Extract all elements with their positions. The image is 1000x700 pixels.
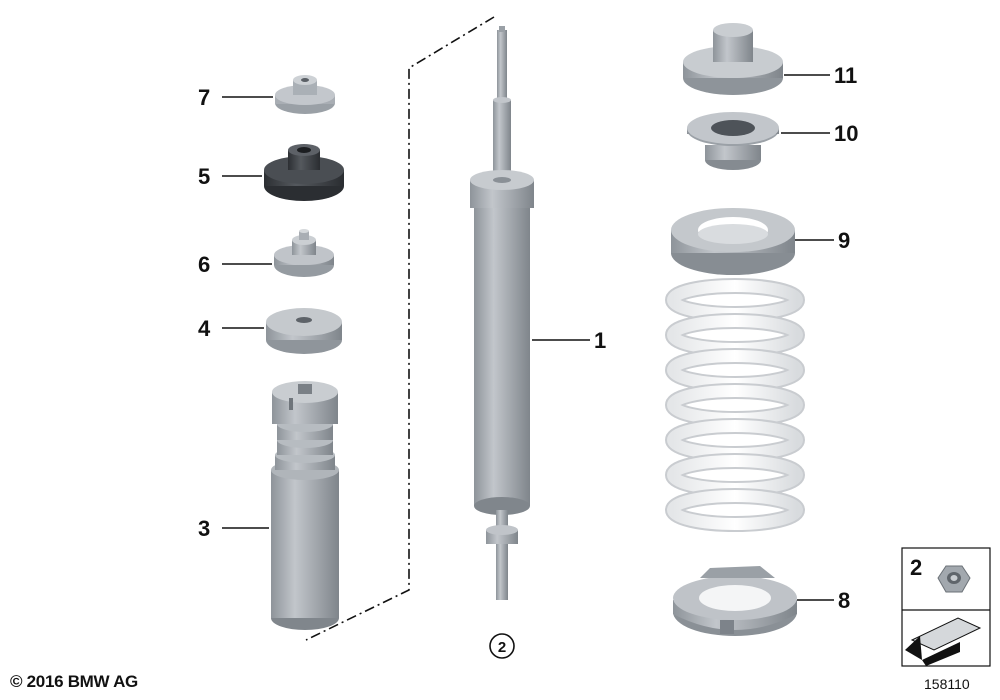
- part-8-lower-spring-pad: [673, 566, 797, 636]
- callout-7: 7: [198, 85, 210, 110]
- inset-box: 2: [901, 547, 991, 667]
- callout-10: 10: [834, 121, 858, 146]
- inset-label-2: 2: [910, 555, 922, 580]
- circled-ref-label: 2: [498, 639, 506, 656]
- part-3-dust-boot: [271, 381, 339, 630]
- callout-3: 3: [198, 516, 210, 541]
- part-10-spacer-ring: [687, 112, 779, 170]
- diagram-reference-number: 158110: [924, 676, 970, 692]
- callout-5: 5: [198, 164, 210, 189]
- coil-spring: [665, 278, 805, 532]
- callout-11: 11: [834, 63, 857, 88]
- part-6-stop-cap: [274, 229, 334, 277]
- part-1-shock-absorber: [470, 26, 534, 600]
- callout-8: 8: [838, 588, 850, 613]
- leader-lines: [222, 74, 834, 601]
- callout-6: 6: [198, 252, 210, 277]
- part-11-upper-spring-mount: [683, 23, 783, 95]
- callout-4: 4: [198, 316, 211, 341]
- part-4-support-disc: [266, 308, 342, 354]
- circled-ref-2: 2: [489, 633, 515, 659]
- callout-9: 9: [838, 228, 850, 253]
- direction-arrow-icon: [905, 617, 982, 666]
- callout-1: 1: [594, 328, 606, 353]
- part-5-rubber-mount: [264, 144, 344, 201]
- part-9-spring-pad: [671, 208, 795, 275]
- part-7-top-washer: [275, 75, 335, 114]
- hex-nut-icon: [937, 565, 971, 593]
- assembly-dashdot-line: [305, 16, 495, 641]
- copyright-notice: © 2016 BMW AG: [10, 672, 138, 691]
